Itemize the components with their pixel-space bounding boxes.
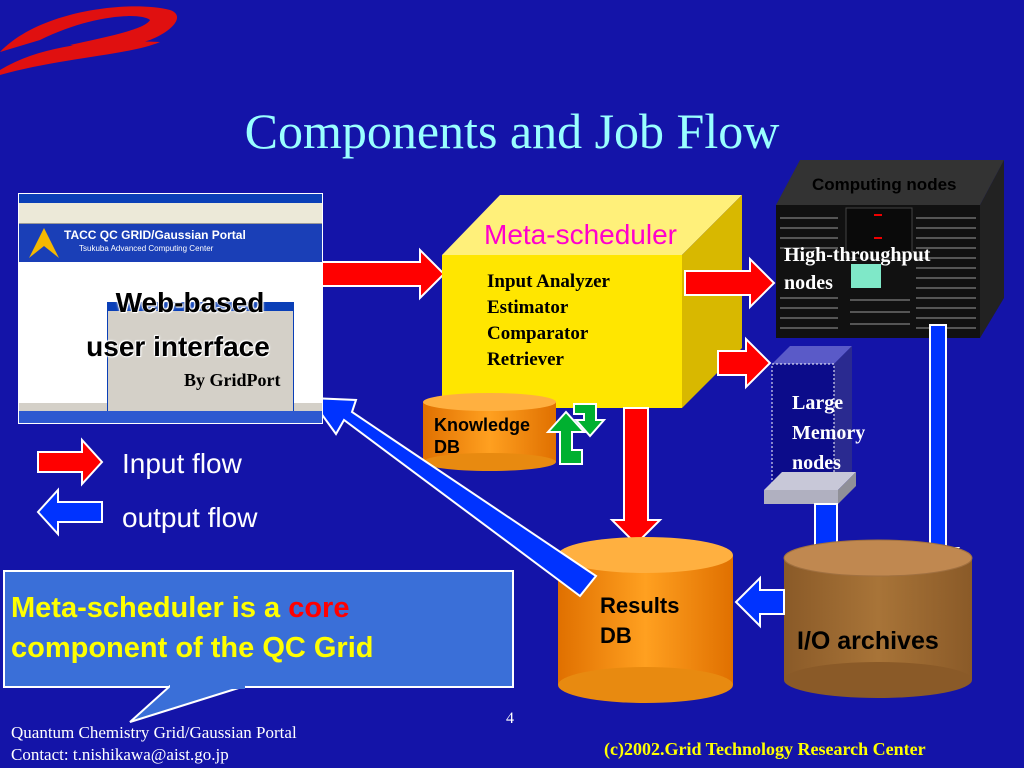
large-memory-nodes-cabinet (764, 346, 856, 504)
arrow-scheduler-to-computing (684, 256, 776, 310)
footer-left-line1: Quantum Chemistry Grid/Gaussian Portal (11, 723, 297, 742)
callout-box (3, 570, 514, 723)
knowledge-db-label: Knowledge DB (434, 414, 530, 458)
results-db-label: Results DB (600, 591, 679, 651)
portal-screenshot: TACC QC GRID/Gaussian Portal Tsukuba Adv… (18, 193, 323, 424)
callout-highlight: core (288, 592, 350, 624)
footer-right: (c)2002.Grid Technology Research Center (604, 739, 926, 759)
portal-header-title: TACC QC GRID/Gaussian Portal (64, 228, 246, 242)
portal-taskbar (19, 411, 322, 423)
meta-scheduler-item: Comparator (487, 323, 589, 344)
results-db-line1: Results (600, 593, 680, 618)
portal-toolbar (19, 203, 322, 224)
callout-line1: Meta-scheduler is a core (11, 588, 516, 628)
portal-file-dialog (107, 302, 294, 422)
knowledge-db-line1: Knowledge (434, 415, 531, 435)
arrow-scheduler-to-results (609, 407, 663, 546)
arrow-portal-to-scheduler (321, 247, 446, 301)
legend-output-flow: output flow (122, 502, 258, 533)
portal-logo-icon (29, 228, 59, 258)
large-memory-line3: nodes (792, 452, 841, 474)
legend-input-flow: Input flow (122, 448, 242, 479)
footer-left: Quantum Chemistry Grid/Gaussian Portal C… (11, 722, 297, 766)
arrow-io-to-results (734, 575, 785, 629)
input-flow-arrow-icon (37, 437, 104, 487)
callout-part1: Meta-scheduler is a (11, 592, 289, 624)
results-db-line2: DB (600, 623, 632, 648)
footer-left-line2: Contact: t.nishikawa@aist.go.jp (11, 745, 229, 764)
knowledge-db-line2: DB (434, 437, 460, 457)
web-ui-label-line1: Web-based (115, 287, 265, 318)
portal-window-titlebar (19, 194, 322, 203)
large-memory-line2: Memory (792, 422, 866, 444)
meta-scheduler-item: Input Analyzer (487, 271, 610, 292)
meta-scheduler-item: Retriever (487, 349, 564, 370)
portal-content: TACC QC GRID/Gaussian Portal Tsukuba Adv… (19, 224, 322, 422)
by-gridport-label: By GridPort (184, 370, 281, 390)
portal-header: TACC QC GRID/Gaussian Portal Tsukuba Adv… (19, 224, 322, 262)
high-throughput-line1: High-throughput (784, 244, 931, 266)
portal-dialog-titlebar (108, 303, 293, 311)
output-flow-arrow-icon (36, 487, 103, 537)
high-throughput-label: High-throughput nodes (784, 241, 930, 297)
portal-header-subtitle: Tsukuba Advanced Computing Center (79, 244, 214, 253)
callout-line2: component of the QC Grid (11, 632, 374, 664)
io-archives-cylinder (783, 539, 973, 698)
knowledge-db-cylinder (423, 393, 556, 471)
io-archives-label: I/O archives (797, 627, 939, 655)
high-throughput-line2: nodes (784, 272, 833, 294)
meta-scheduler-item: Estimator (487, 297, 569, 318)
callout-text: Meta-scheduler is a core component of th… (11, 588, 516, 668)
computing-nodes-cabinet (776, 160, 1004, 338)
meta-scheduler-title: Meta-scheduler (484, 219, 677, 250)
arrow-results-to-portal (307, 396, 598, 598)
arrow-computing-to-io (915, 324, 961, 574)
slide-title: Components and Job Flow (244, 103, 780, 159)
web-ui-label-line2: user interface (86, 331, 270, 362)
meta-scheduler-box (442, 195, 742, 408)
page-number: 4 (506, 710, 514, 727)
computing-nodes-label: Computing nodes (812, 175, 957, 194)
large-memory-label: Large Memory nodes (792, 388, 865, 478)
large-memory-line1: Large (792, 392, 844, 414)
logo-swoosh-icon (0, 6, 178, 75)
arrow-scheduler-to-large-memory (717, 336, 772, 390)
knowledge-exchange-arrow-icon (545, 403, 607, 465)
